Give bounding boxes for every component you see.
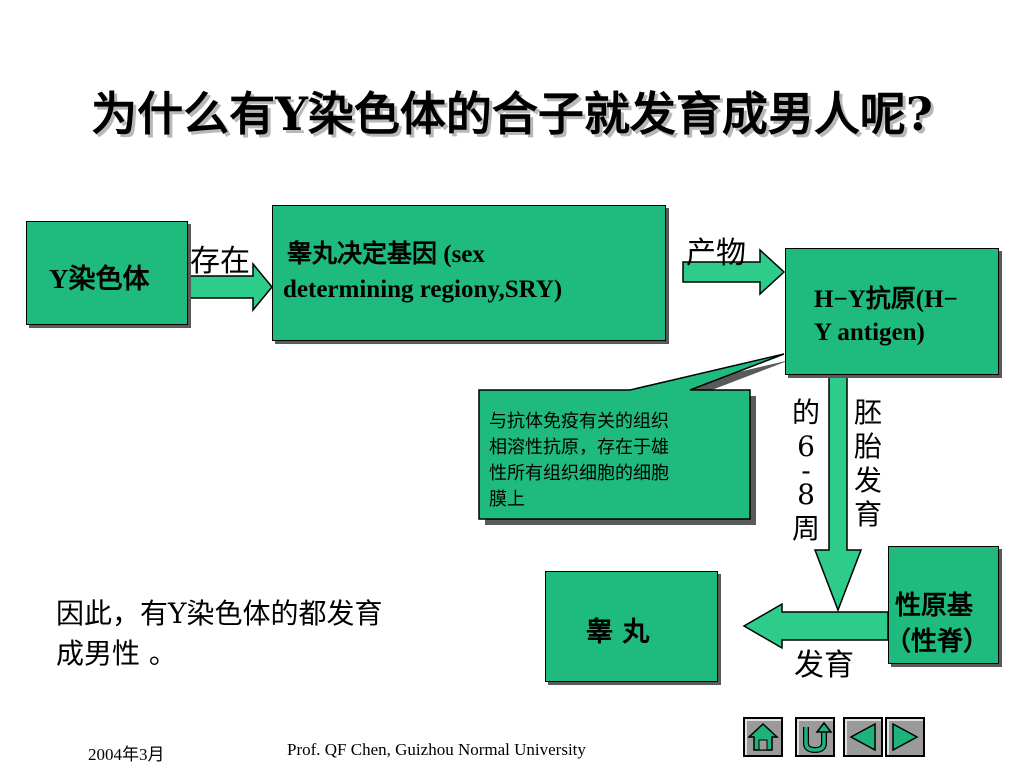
next-icon (892, 722, 919, 752)
previous-icon (849, 722, 876, 752)
callout-line: 性所有组织细胞的细胞 (489, 463, 669, 484)
node-testis-label: 睾 丸 (586, 617, 650, 648)
arrow-product (682, 248, 786, 296)
footer-author: Prof. QF Chen, Guizhou Normal University (287, 740, 586, 759)
node-gonad-line2: （性脊） (885, 627, 990, 657)
node-hy-line2: Y antigen) (814, 319, 925, 346)
label-develop: 发育 (794, 648, 854, 683)
callout-line: 膜上 (489, 489, 525, 510)
footer-date: 2004年3月 (88, 745, 165, 764)
home-icon (747, 722, 779, 751)
conclusion-line: 成男性 。 (56, 637, 177, 670)
node-gonad-line1: 性原基 (895, 591, 974, 621)
callout-bubble (478, 353, 785, 520)
return-button[interactable] (795, 717, 835, 757)
node-sry-line2: determining regiony,SRY) (283, 276, 563, 303)
return-icon (803, 721, 833, 754)
node-y-chromosome-label: Y染色体 (49, 264, 150, 294)
conclusion-line: 因此，有Y染色体的都发育 (56, 597, 383, 630)
node-sry: 睾丸决定基因 (sex determining regiony,SRY) (272, 205, 666, 341)
arrow-develop (742, 602, 889, 650)
callout-text: 与抗体免疫有关的组织 相溶性抗原，存在于雄 性所有组织细胞的细胞 膜上 (489, 409, 669, 513)
arrow-embryo-development (813, 374, 863, 613)
next-button[interactable] (885, 717, 925, 757)
callout-line: 相溶性抗原，存在于雄 (489, 437, 669, 458)
label-embryo-development: 胚 胎 发 育 (853, 396, 882, 531)
previous-button[interactable] (843, 717, 883, 757)
node-sry-line1: 睾丸决定基因 (sex (287, 241, 485, 268)
node-y-chromosome: Y染色体 (26, 221, 188, 325)
conclusion-text: 因此，有Y染色体的都发育 成男性 。 (56, 594, 383, 674)
label-embryo-weeks: 的 6 - 8 周 (791, 396, 820, 545)
label-product: 产物 (686, 236, 746, 271)
label-exist: 存在 (190, 244, 250, 279)
node-hy-antigen: H−Y抗原(H− Y antigen) (785, 248, 999, 375)
arrow-exist (188, 261, 273, 313)
slide-title: 为什么有Y染色体的合子就发育成男人呢? (91, 87, 933, 141)
callout-line: 与抗体免疫有关的组织 (489, 411, 669, 432)
node-testis: 睾 丸 (545, 571, 718, 682)
node-hy-line1: H−Y抗原(H− (814, 286, 958, 313)
node-gonad-primordium: 性原基 （性脊） (885, 546, 999, 664)
home-button[interactable] (743, 717, 783, 757)
